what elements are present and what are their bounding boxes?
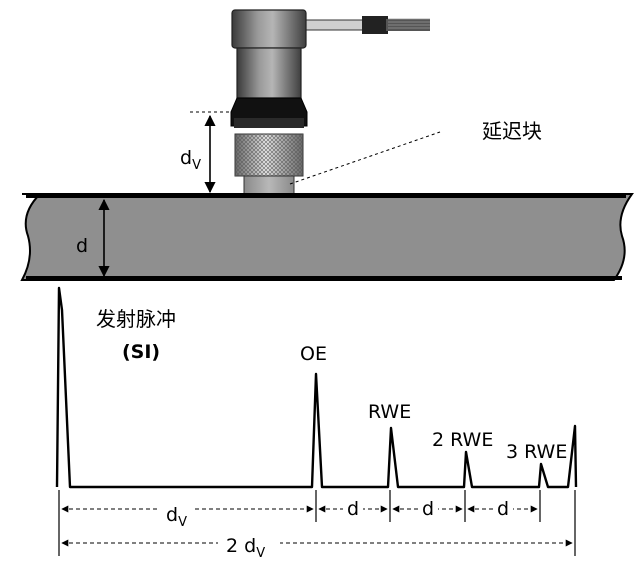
rwe3-label: 3 RWE — [506, 441, 567, 463]
delay-block-leader-line — [289, 131, 441, 185]
dim-dv-label: dV — [166, 504, 187, 530]
dimension-lines — [58, 490, 576, 556]
dim-2dv-label: 2 dV — [226, 535, 265, 561]
rwe2-label: 2 RWE — [432, 429, 493, 451]
a-scan-waveform — [55, 286, 578, 489]
oe-label: OE — [300, 343, 327, 365]
delay-block — [243, 175, 295, 195]
dim-d3-label: d — [497, 498, 509, 520]
cable — [304, 16, 430, 34]
dim-d1-label: d — [347, 498, 359, 520]
transducer-body — [236, 47, 302, 99]
transducer-top-housing — [231, 9, 307, 49]
waveform-trace — [55, 286, 578, 489]
pulse-label: 发射脉冲 — [96, 307, 176, 331]
thickness-label: d — [76, 235, 88, 257]
test-piece — [20, 193, 634, 281]
transducer — [230, 9, 430, 195]
delay-block-label: 延迟块 — [482, 119, 542, 143]
pulse-si-label: (SI) — [122, 341, 160, 363]
dim-d2-label: d — [422, 498, 434, 520]
dv-label: dV — [180, 147, 201, 173]
rwe1-label: RWE — [368, 401, 411, 423]
